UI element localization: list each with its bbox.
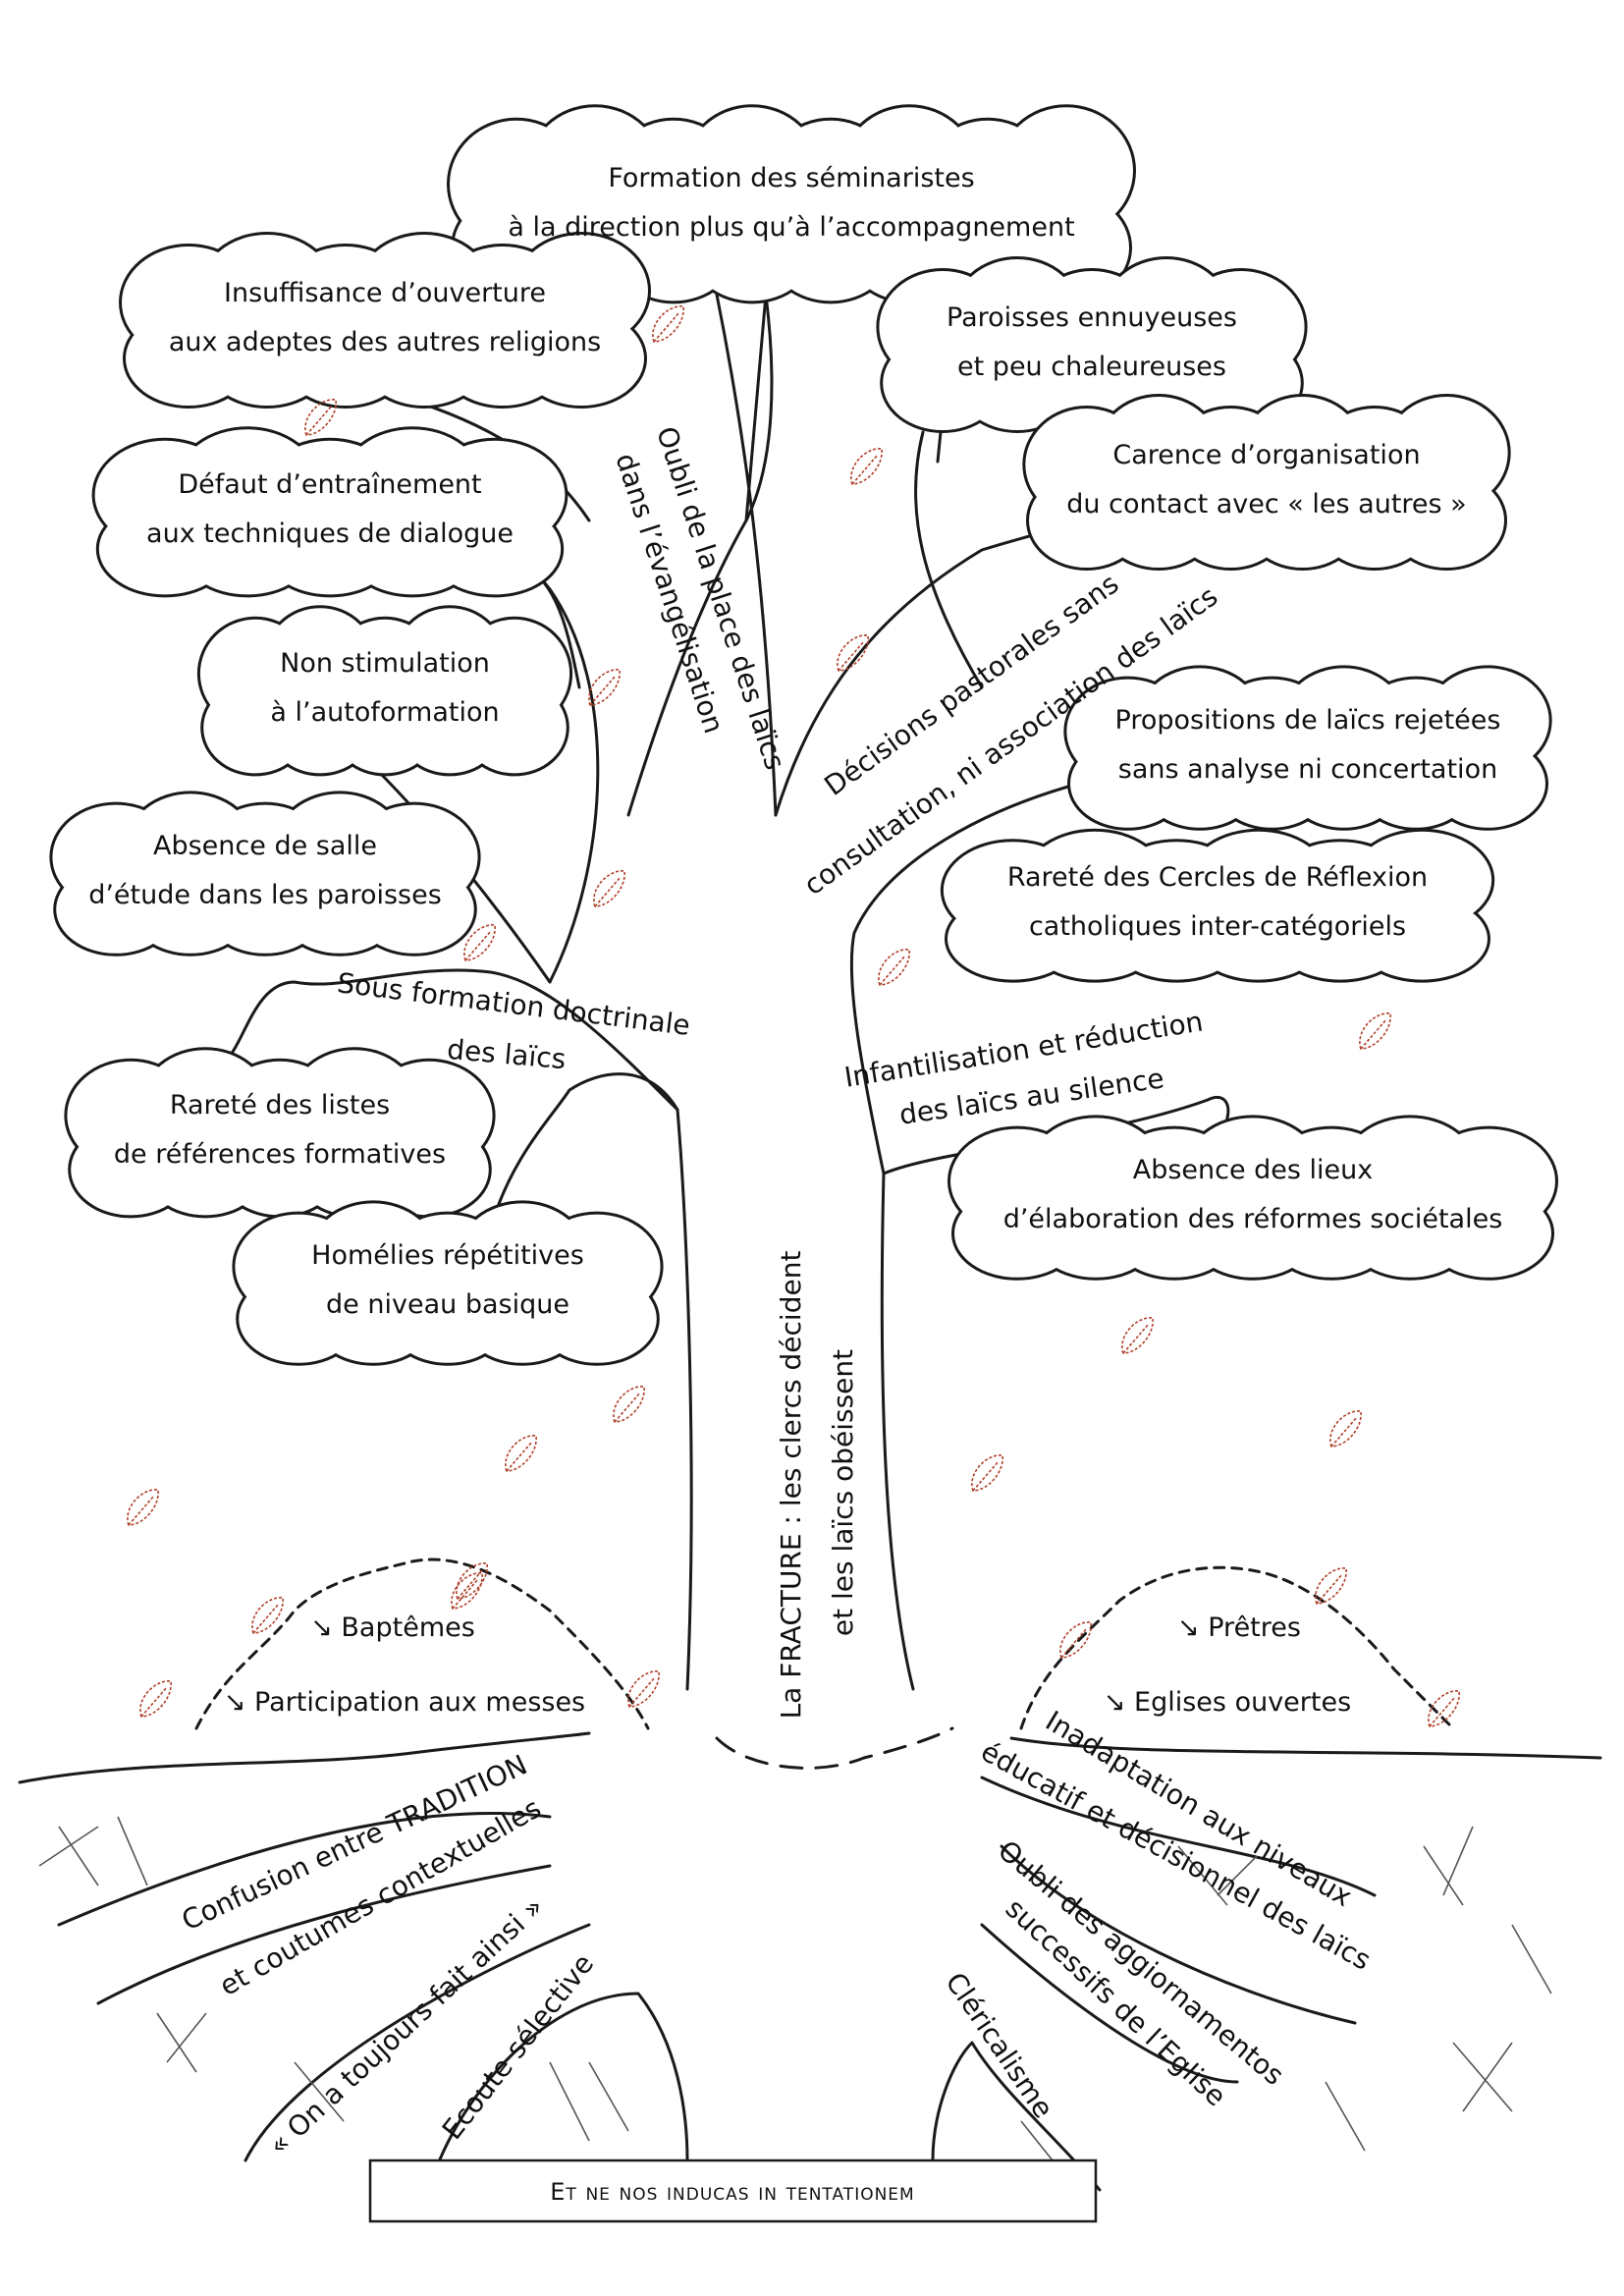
cloud-7 (1063, 665, 1552, 831)
leaf-icon (1359, 1012, 1391, 1050)
leaf-icon (588, 669, 621, 706)
pile-right-eglises: ↘ Eglises ouvertes (1104, 1687, 1351, 1718)
cloud-6-line-2: à l’autoformation (270, 697, 499, 728)
cloud-8-line-1: Absence de salle (153, 831, 377, 861)
cloud-7-line-2: sans analyse ni concertation (1118, 754, 1497, 785)
leaf-icon (127, 1489, 159, 1526)
cloud-12 (232, 1200, 664, 1366)
leaf-icon (1329, 1410, 1362, 1448)
cloud-2 (119, 232, 651, 409)
cloud-bubbles (49, 104, 1558, 1366)
footer-box: Et ne nos inducas in tentationem (368, 2159, 1098, 2223)
leaf-icon (456, 1562, 488, 1600)
cloud-1-line-1: Formation des séminaristes (608, 163, 974, 193)
leaf-icon (1315, 1567, 1347, 1605)
cloud-11 (947, 1115, 1558, 1281)
cloud-1-line-2: à la direction plus qu’à l’accompagnemen… (508, 212, 1074, 243)
leaf-icon (627, 1670, 660, 1708)
cloud-4 (1022, 394, 1511, 571)
cloud-11-line-2: d’élaboration des réformes sociétales (1003, 1204, 1503, 1234)
cloud-11-line-1: Absence des lieux (1133, 1155, 1374, 1185)
leaf-icon (251, 1597, 284, 1634)
leaf-icon (652, 305, 684, 343)
cloud-4-line-2: du contact avec « les autres » (1066, 489, 1466, 519)
cloud-2-line-1: Insuffisance d’ouverture (224, 278, 546, 308)
leaf-icon (1059, 1621, 1092, 1659)
trunk-label: La FRACTURE : les clercs décident (775, 1251, 807, 1720)
cloud-10-line-2: de références formatives (114, 1139, 446, 1170)
trunk-label-2: et les laïcs obéissent (827, 1349, 859, 1636)
cloud-12-line-2: de niveau basique (326, 1289, 569, 1320)
leaf-icon (593, 870, 625, 907)
cloud-6-line-1: Non stimulation (280, 648, 490, 679)
pile-left-baptemes: ↘ Baptêmes (310, 1613, 475, 1643)
cloud-texts: Formation des séminaristes à la direction… (88, 163, 1502, 1320)
leaf-icon (1121, 1317, 1154, 1354)
falling-leaves (127, 305, 1460, 1727)
leaf-icon (613, 1386, 645, 1423)
cloud-6 (196, 605, 573, 777)
leaf-icon (463, 924, 496, 961)
cloud-1 (447, 104, 1136, 304)
leaf-icon (850, 448, 883, 485)
footer-motto: Et ne nos inducas in tentationem (550, 2178, 914, 2206)
cloud-10-line-1: Rareté des listes (170, 1090, 390, 1121)
debris-piles (194, 1558, 1455, 1730)
cloud-8 (49, 791, 481, 957)
cloud-10 (64, 1047, 496, 1219)
cloud-8-line-2: d’étude dans les paroisses (88, 880, 442, 910)
leaf-icon (1428, 1690, 1460, 1727)
cloud-7-line-1: Propositions de laïcs rejetées (1115, 705, 1501, 736)
ground (18, 1731, 1602, 2192)
cloud-9-line-2: catholiques inter-catégoriels (1029, 911, 1406, 942)
pile-left-participation: ↘ Participation aux messes (224, 1687, 585, 1718)
cloud-4-line-1: Carence d’organisation (1112, 440, 1420, 470)
leaf-icon (139, 1680, 172, 1718)
cloud-3-line-1: Paroisses ennuyeuses (947, 302, 1237, 333)
cloud-2-line-2: aux adeptes des autres religions (169, 327, 601, 357)
leaf-icon (837, 634, 869, 672)
root-label-clericalisme: Cléricalisme (939, 1967, 1059, 2124)
cloud-12-line-1: Homélies répétitives (311, 1240, 584, 1271)
leaf-icon (971, 1454, 1003, 1492)
cloud-5-line-1: Défaut d’entraînement (178, 469, 481, 500)
cloud-9 (940, 828, 1495, 983)
cloud-5-line-2: aux techniques de dialogue (146, 519, 514, 549)
leaf-icon (505, 1435, 537, 1472)
cloud-3 (876, 256, 1308, 433)
cloud-9-line-1: Rareté des Cercles de Réflexion (1007, 862, 1428, 893)
leaf-icon (451, 1572, 483, 1610)
cloud-5 (91, 426, 568, 598)
leaf-icon (878, 949, 910, 986)
cloud-3-line-2: et peu chaleureuses (957, 352, 1226, 382)
leaf-icon (304, 399, 337, 436)
root-label-aggiornamentos: Oubli des aggiornamentos (992, 1833, 1290, 2091)
pile-right-pretres: ↘ Prêtres (1177, 1613, 1301, 1643)
